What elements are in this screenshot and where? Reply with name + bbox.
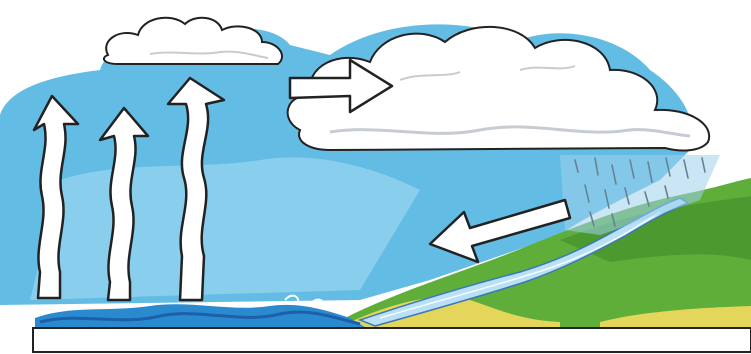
sky-highlight (30, 157, 420, 300)
ground-frame (33, 328, 751, 352)
small-cloud (104, 18, 282, 64)
